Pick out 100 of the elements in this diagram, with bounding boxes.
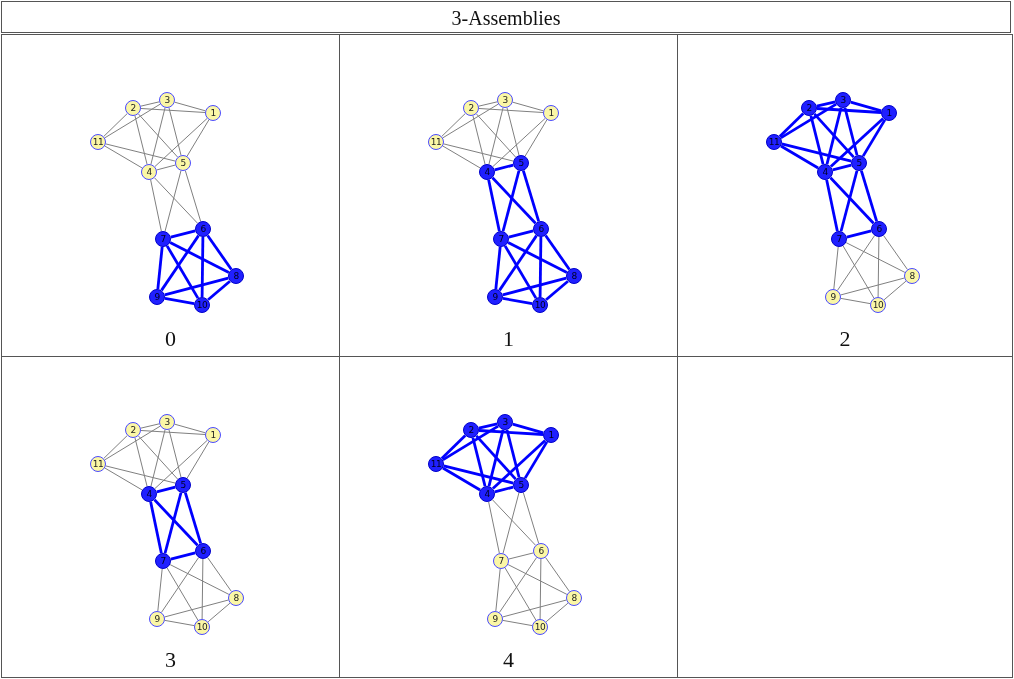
graph-vertex: 9: [149, 611, 165, 627]
graph-edge: [186, 119, 210, 157]
graph-edge: [140, 430, 206, 435]
graph-edge: [156, 164, 176, 171]
graph-vertex: 2: [801, 100, 817, 116]
graph-edge: [502, 276, 567, 297]
graph-edge: [492, 117, 546, 168]
graph-edge: [501, 170, 521, 232]
graph-edge: [104, 103, 161, 139]
graph-edge: [206, 234, 233, 271]
graph-edge: [157, 568, 163, 612]
graph-edge: [440, 434, 467, 460]
graph-edge: [478, 108, 544, 113]
graph-edge: [507, 564, 568, 595]
graph-edge: [809, 115, 825, 165]
graph-edge: [163, 492, 183, 554]
graph-edge: [154, 177, 198, 224]
graph-edge: [502, 599, 567, 618]
graph-edge: [164, 599, 229, 618]
graph-edge: [475, 434, 517, 481]
graph-vertex: 4: [817, 164, 833, 180]
graph-vertex: 3: [159, 92, 175, 108]
graph-edge: [443, 143, 514, 162]
graph-vertex: 10: [194, 297, 210, 313]
graph-vertex: 6: [533, 221, 549, 237]
table-cell: [1, 356, 340, 678]
graph-vertex: 6: [195, 221, 211, 237]
panel-number: 1: [502, 326, 515, 352]
graph-edge: [168, 107, 182, 156]
empty-table-cell: [677, 356, 1013, 678]
panel-number: 3: [164, 647, 177, 673]
graph-edge: [512, 101, 544, 112]
graph-edge: [816, 107, 882, 114]
graph-edge: [883, 235, 908, 270]
graph-vertex: 10: [532, 297, 548, 313]
graph-edge: [170, 229, 196, 239]
graph-edge: [137, 435, 179, 480]
graph-edge: [508, 552, 534, 560]
panel-number: 4: [502, 647, 515, 673]
graph-edge: [471, 437, 487, 487]
graph-edge: [840, 277, 905, 296]
graph-edge: [780, 144, 819, 170]
graph-edge: [156, 485, 176, 494]
graph-vertex: 10: [870, 297, 886, 313]
graph-vertex: 6: [533, 543, 549, 559]
graph-edge: [825, 107, 843, 165]
graph-edge: [164, 276, 229, 297]
graph-edge: [502, 619, 533, 627]
graph-vertex: 8: [228, 268, 244, 284]
graph-edge: [168, 429, 182, 478]
graph-edge: [494, 246, 502, 290]
graph-vertex: 7: [493, 553, 509, 569]
graph-edge: [545, 602, 569, 623]
graph-edge: [104, 467, 143, 491]
graph-vertex: 4: [479, 486, 495, 502]
graph-edge: [140, 101, 160, 107]
graph-edge: [200, 237, 205, 297]
graph-edge: [488, 501, 500, 554]
graph-edge: [103, 113, 128, 137]
graph-edge: [140, 423, 160, 429]
graph-vertex: 5: [175, 155, 191, 171]
graph-vertex: 7: [155, 231, 171, 247]
graph-vertex: 6: [195, 543, 211, 559]
graph-vertex: 3: [497, 92, 513, 108]
graph-vertex: 8: [904, 268, 920, 284]
graph-vertex: 4: [141, 164, 157, 180]
graph-edge: [503, 245, 538, 299]
graph-vertex: 9: [487, 289, 503, 305]
graph-edge: [842, 245, 875, 299]
graph-vertex: 2: [463, 100, 479, 116]
graph-vertex: 2: [463, 422, 479, 438]
graph-vertex: 7: [493, 231, 509, 247]
graph-edge: [170, 551, 196, 561]
graph-vertex: 5: [175, 477, 191, 493]
graph-vertex: 1: [543, 427, 559, 443]
graph-edge: [134, 115, 148, 165]
graph-edge: [491, 176, 537, 225]
graph-vertex: 9: [825, 289, 841, 305]
graph-vertex: 11: [428, 134, 444, 150]
graph-edge: [780, 102, 837, 140]
graph-edge: [478, 101, 498, 107]
graph-edge: [488, 107, 504, 165]
graph-edge: [877, 236, 880, 298]
graph-edge: [487, 429, 505, 487]
graph-vertex: 4: [141, 486, 157, 502]
graph-vertex: 8: [228, 590, 244, 606]
graph-edge: [137, 113, 179, 158]
graph-edge: [504, 567, 537, 621]
graph-edge: [153, 498, 199, 547]
graph-edge: [539, 558, 542, 620]
panel-number: 0: [164, 326, 177, 352]
graph-edge: [201, 558, 204, 620]
graph-edge: [105, 465, 176, 484]
graph-vertex: 7: [155, 553, 171, 569]
graph-vertex: 1: [881, 105, 897, 121]
graph-edge: [813, 112, 855, 159]
graph-vertex: 8: [566, 268, 582, 284]
graph-vertex: 10: [532, 619, 548, 635]
graph-edge: [165, 245, 200, 299]
graph-edge: [508, 229, 534, 239]
